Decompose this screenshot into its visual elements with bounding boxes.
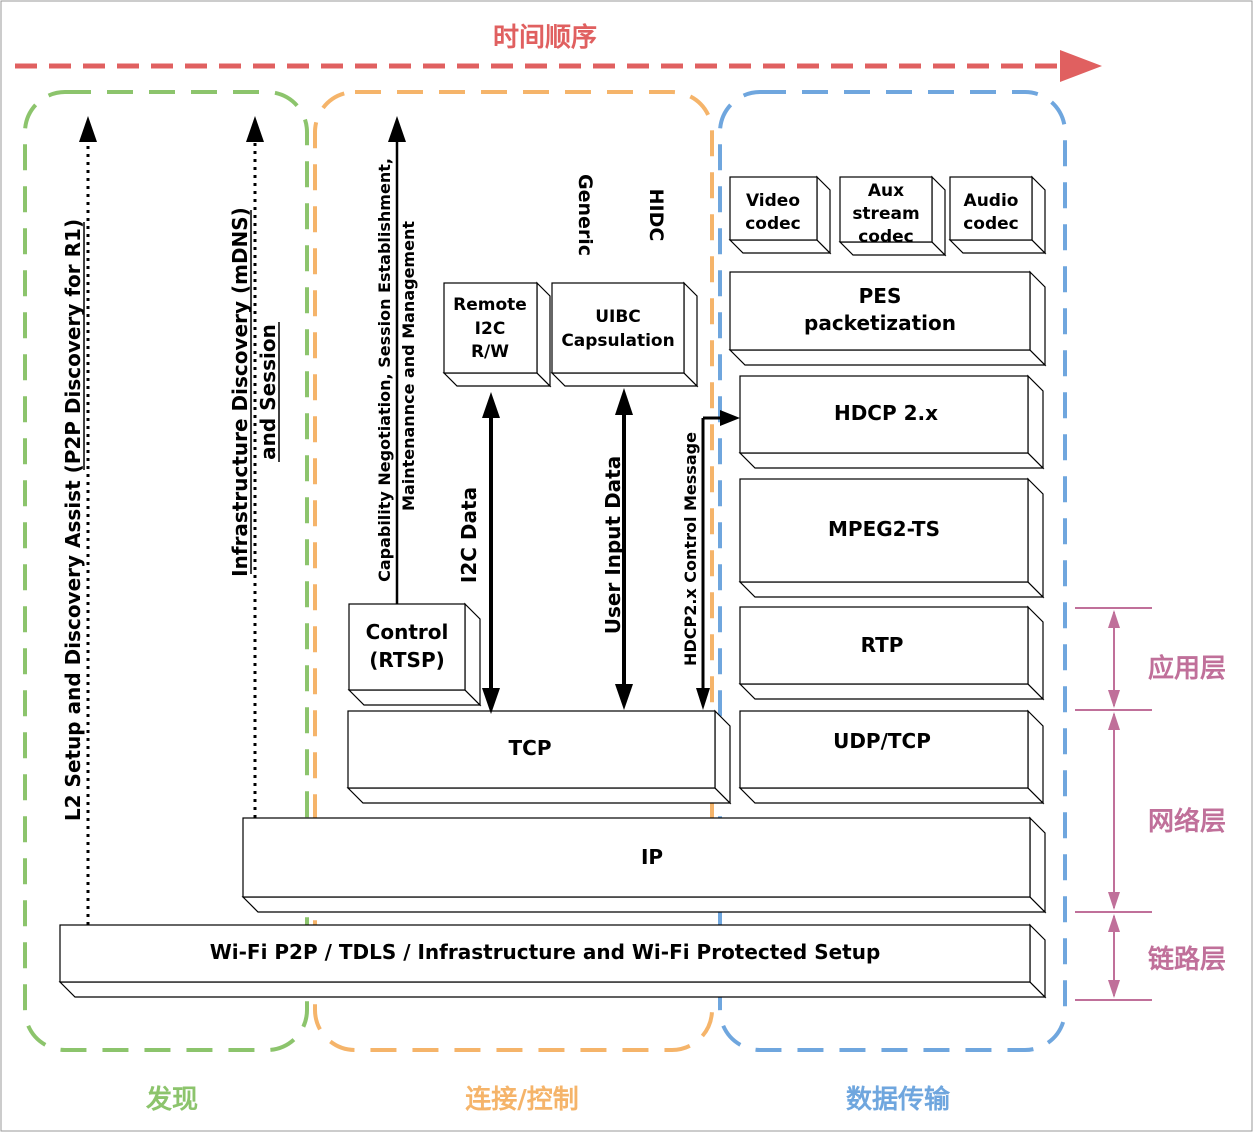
udptcp-box: UDP/TCP (738, 709, 1045, 805)
uibc-line1: UIBC (595, 307, 641, 327)
mpeg2ts-box: MPEG2-TS (738, 477, 1045, 599)
hdcp-msg-elbow-head (720, 410, 740, 426)
timeline: 时间顺序 (15, 22, 1102, 82)
remote-i2c-box: Remote I2C R/W (442, 281, 552, 388)
discovery-label: 发现 (145, 1084, 198, 1115)
remote-i2c-line2: I2C (475, 319, 506, 339)
aux-codec-line2: stream (852, 204, 919, 224)
link-layer-label: 链路层 (1148, 944, 1226, 975)
control-rtsp-box: Control (RTSP) (347, 602, 482, 707)
infra-discovery-line2: and Session (256, 324, 280, 460)
data-region (718, 90, 1067, 1052)
data-transfer-label: 数据传输 (846, 1084, 951, 1115)
ip-box: IP (241, 816, 1047, 914)
control-label-line2: (RTSP) (369, 648, 445, 672)
rtp-label: RTP (861, 633, 904, 657)
infra-discovery-line1: Infrastructure Discovery (mDNS) (228, 207, 252, 577)
l2-arrow-head (79, 116, 97, 142)
udptcp-label: UDP/TCP (833, 729, 931, 753)
aux-codec-line3: codec (858, 227, 914, 247)
timeline-label: 时间顺序 (493, 22, 597, 53)
video-codec-line2: codec (745, 214, 801, 234)
remote-i2c-line3: R/W (471, 342, 509, 362)
uibc-box: UIBC Capsulation (550, 281, 699, 388)
pes-line1: PES (859, 284, 902, 308)
rtp-box: RTP (738, 605, 1045, 701)
capability-arrow-head (388, 116, 406, 142)
hdcp-msg-label: HDCP2.x Control Message (681, 432, 700, 666)
video-codec-box: Video codec (728, 175, 832, 255)
layer-brackets: 应用层 网络层 链路层 (1075, 607, 1226, 1001)
hdcp-msg-arrow-head (696, 688, 710, 710)
i2c-data-label: I2C Data (457, 487, 481, 583)
network-layer-label: 网络层 (1148, 806, 1226, 837)
wifi-label: Wi-Fi P2P / TDLS / Infrastructure and Wi… (210, 940, 881, 964)
l2-setup-label: L2 Setup and Discovery Assist (P2P Disco… (61, 219, 85, 821)
i2c-arrow-head-top (482, 392, 500, 418)
hdcp-box: HDCP 2.x (738, 374, 1045, 470)
control-label-line1: Control (366, 620, 449, 644)
remote-i2c-line1: Remote (453, 295, 527, 315)
pes-line2: packetization (804, 311, 956, 335)
ip-label: IP (641, 845, 663, 869)
hidc-label: HIDC (645, 189, 667, 242)
tcp-box: TCP (346, 709, 732, 805)
tcp-label: TCP (509, 736, 552, 760)
capability-line1: Capability Negotiation, Session Establis… (375, 158, 394, 582)
mpeg2ts-label: MPEG2-TS (828, 517, 940, 541)
user-input-label: User Input Data (601, 456, 625, 634)
aux-codec-box: Aux stream codec (838, 175, 947, 257)
capability-line2: Maintenannce and Management (399, 221, 418, 511)
audio-codec-line2: codec (963, 214, 1019, 234)
video-codec-line1: Video (746, 191, 800, 211)
timeline-arrow-head (1060, 50, 1102, 82)
connection-region (313, 90, 714, 1052)
generic-label: Generic (574, 174, 596, 256)
hdcp-label: HDCP 2.x (834, 401, 938, 425)
wifi-box: Wi-Fi P2P / TDLS / Infrastructure and Wi… (58, 923, 1047, 999)
user-input-arrow-head-top (615, 388, 633, 415)
infra-arrow-head (246, 116, 264, 142)
audio-codec-line1: Audio (964, 191, 1019, 211)
audio-codec-box: Audio codec (948, 175, 1047, 255)
uibc-line2: Capsulation (561, 331, 674, 351)
aux-codec-line1: Aux (868, 181, 904, 201)
pes-box: PES packetization (728, 270, 1047, 367)
user-input-arrow-head-bottom (615, 684, 633, 710)
application-layer-label: 应用层 (1148, 653, 1226, 684)
connection-label: 连接/控制 (465, 1085, 579, 1115)
discovery-region (23, 90, 309, 1052)
i2c-arrow-head-bottom (482, 688, 500, 714)
